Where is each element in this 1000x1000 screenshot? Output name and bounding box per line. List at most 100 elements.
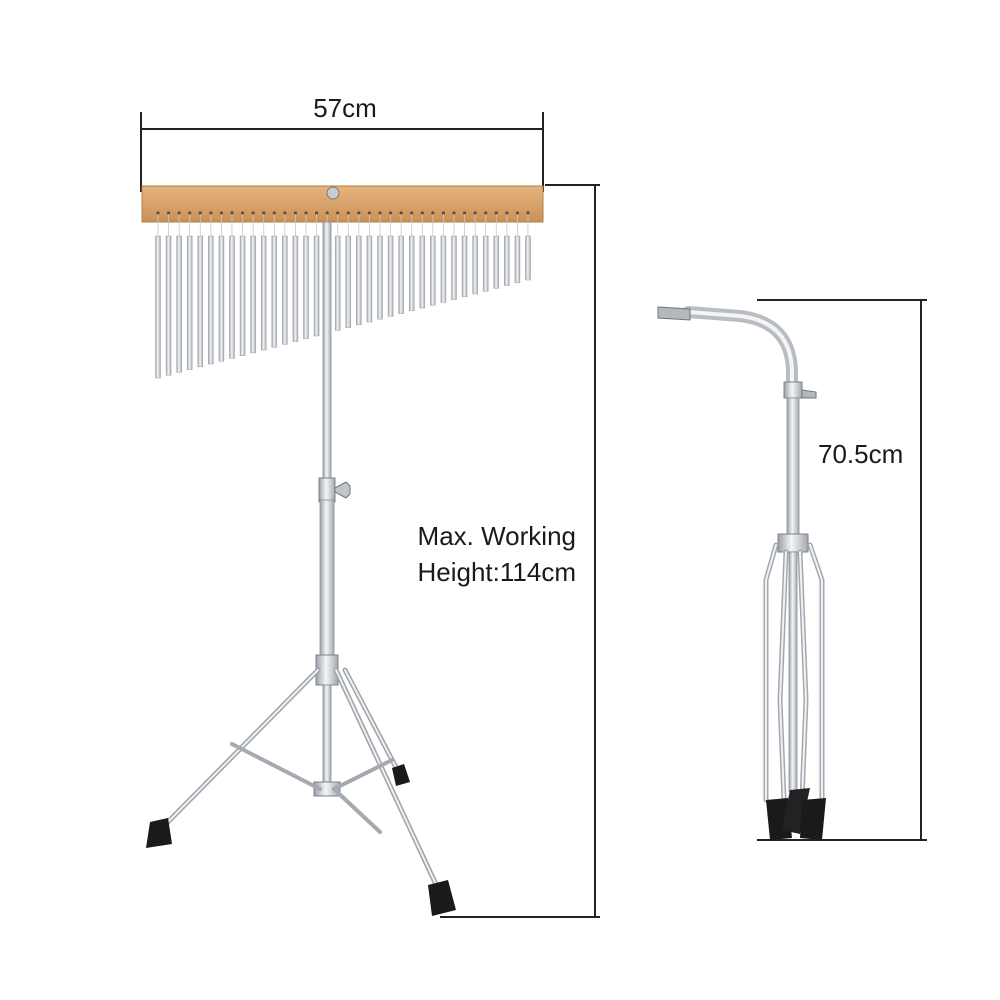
chime-rod — [208, 235, 214, 365]
arm-clamp — [657, 306, 691, 321]
height-clamp — [318, 477, 336, 503]
chime-hole — [388, 211, 393, 215]
chime-hole — [325, 211, 329, 215]
chime-hole — [462, 211, 467, 215]
wooden-bar — [141, 185, 544, 223]
chime-rod — [387, 235, 394, 317]
chime-hole — [515, 211, 520, 215]
chime-rod — [525, 235, 531, 281]
chime-rod — [239, 235, 246, 356]
chime-hole — [494, 211, 498, 215]
folded-height-label: 70.5cm — [818, 439, 904, 469]
chime-rod — [186, 235, 193, 370]
chime-hole — [473, 211, 477, 215]
width-label: 57cm — [313, 93, 377, 123]
chime-rod — [334, 235, 341, 331]
folded-collar — [783, 381, 803, 399]
chime-rod — [398, 235, 404, 314]
chime-hole — [283, 211, 287, 215]
chime-hole — [177, 211, 181, 215]
folded-hub — [777, 533, 809, 553]
brace-hub — [313, 781, 341, 797]
chime-hole — [188, 211, 192, 215]
chime-rod — [472, 235, 478, 295]
chime-hole — [420, 211, 424, 215]
chime-rod — [260, 235, 267, 351]
chime-hole — [262, 211, 266, 215]
chime-hole — [240, 211, 245, 215]
chime-hole — [219, 211, 224, 215]
chime-rod — [493, 235, 500, 289]
chime-hole — [304, 211, 308, 215]
rubber-foot — [146, 818, 172, 848]
chime-hole — [410, 211, 414, 215]
chime-rod — [408, 235, 415, 312]
chime-rod — [419, 235, 426, 309]
chime-hole — [272, 211, 276, 215]
bar-clamp — [326, 186, 340, 200]
chime-rod — [482, 235, 489, 292]
chime-rod — [377, 235, 383, 320]
chime-rod — [345, 235, 352, 328]
chime-rod — [366, 235, 373, 323]
chime-hole — [166, 211, 171, 215]
chime-rod — [440, 235, 447, 303]
upper-pole — [322, 221, 332, 491]
chime-hole — [230, 211, 234, 215]
chime-hole — [399, 211, 403, 215]
chime-rod — [356, 235, 362, 326]
chime-rod — [282, 235, 288, 345]
rubber-foot — [428, 880, 456, 916]
chime-rod — [176, 235, 182, 373]
chime-hole — [314, 211, 319, 215]
folded-center-pole — [788, 551, 798, 793]
chime-rod — [504, 235, 510, 286]
wing-screw — [334, 481, 351, 499]
center-pole — [322, 684, 332, 796]
width-dimension-line — [140, 112, 544, 192]
chime-rod — [218, 235, 225, 362]
chime-rod — [313, 235, 320, 337]
chime-rod — [514, 235, 521, 284]
chime-rods — [155, 214, 531, 379]
rubber-foot — [782, 788, 810, 834]
chime-rod — [430, 235, 436, 306]
chime-hole — [346, 211, 350, 215]
chime-hole — [526, 211, 530, 215]
chime-rod — [271, 235, 278, 348]
chime-hole — [336, 211, 340, 215]
chime-rod — [197, 235, 204, 368]
chime-hole — [378, 211, 382, 215]
chime-hole — [251, 211, 255, 215]
chime-hole — [293, 211, 298, 215]
curved-arm — [682, 306, 798, 391]
chime-hole — [505, 211, 509, 215]
chime-hole — [209, 211, 213, 215]
height-label-line-1: Max. Working — [417, 521, 576, 551]
rubber-foot — [800, 798, 826, 840]
chime-hole — [431, 211, 435, 215]
chime-holes — [156, 211, 530, 215]
chime-hole — [484, 211, 488, 215]
chime-hole — [156, 211, 160, 215]
chime-hole — [357, 211, 361, 215]
folded-height-dimension-line — [757, 299, 927, 841]
chime-hole — [367, 211, 372, 215]
chime-hole — [441, 211, 446, 215]
chime-rod — [229, 235, 235, 359]
chime-rod — [155, 235, 161, 379]
chime-rod — [451, 235, 457, 300]
max-working-height-label: Max. Working Height:114cm — [380, 518, 577, 590]
chime-rod — [292, 235, 299, 342]
chime-rod — [250, 235, 256, 354]
chime-rod — [303, 235, 309, 340]
folded-stand — [657, 306, 826, 840]
chime-hole — [198, 211, 202, 215]
lower-pole — [319, 499, 335, 666]
rubber-foot — [392, 764, 410, 786]
height-label-line-2: Height:114cm — [417, 557, 577, 587]
chime-rod — [461, 235, 468, 298]
chime-hole — [452, 211, 456, 215]
height-dimension-line — [440, 184, 600, 918]
